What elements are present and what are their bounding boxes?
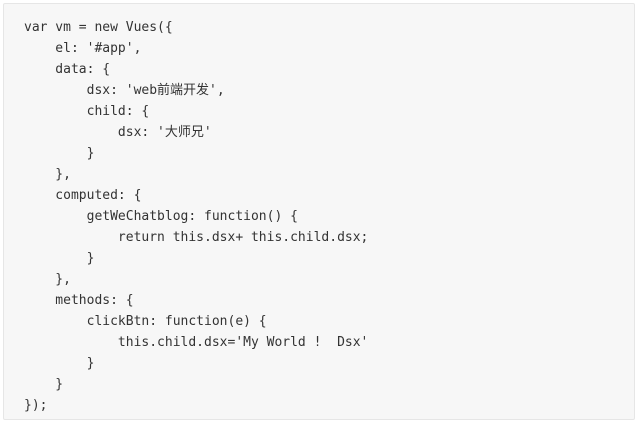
- code-line: methods: {: [24, 293, 134, 308]
- code-line: },: [24, 272, 71, 287]
- code-line: }: [24, 251, 95, 266]
- code-line: dsx: 'web前端开发',: [24, 83, 225, 98]
- code-line: }: [24, 356, 95, 371]
- code-line: },: [24, 167, 71, 182]
- code-line: return this.dsx+ this.child.dsx;: [24, 230, 369, 245]
- code-block: var vm = new Vues({ el: '#app', data: { …: [3, 3, 635, 420]
- code-line: child: {: [24, 104, 150, 119]
- code-line: dsx: '大师兄': [24, 125, 212, 140]
- code-line: }: [24, 146, 95, 161]
- code-line: getWeChatblog: function() {: [24, 209, 298, 224]
- code-line: el: '#app',: [24, 41, 142, 56]
- code-line: clickBtn: function(e) {: [24, 314, 267, 329]
- code-line: computed: {: [24, 188, 142, 203]
- code-line: var vm = new Vues({: [24, 20, 173, 35]
- code-line: }: [24, 377, 64, 392]
- code-line: this.child.dsx='My World ! Dsx': [24, 335, 369, 350]
- code-line: });: [24, 398, 48, 413]
- code-line: data: {: [24, 62, 111, 77]
